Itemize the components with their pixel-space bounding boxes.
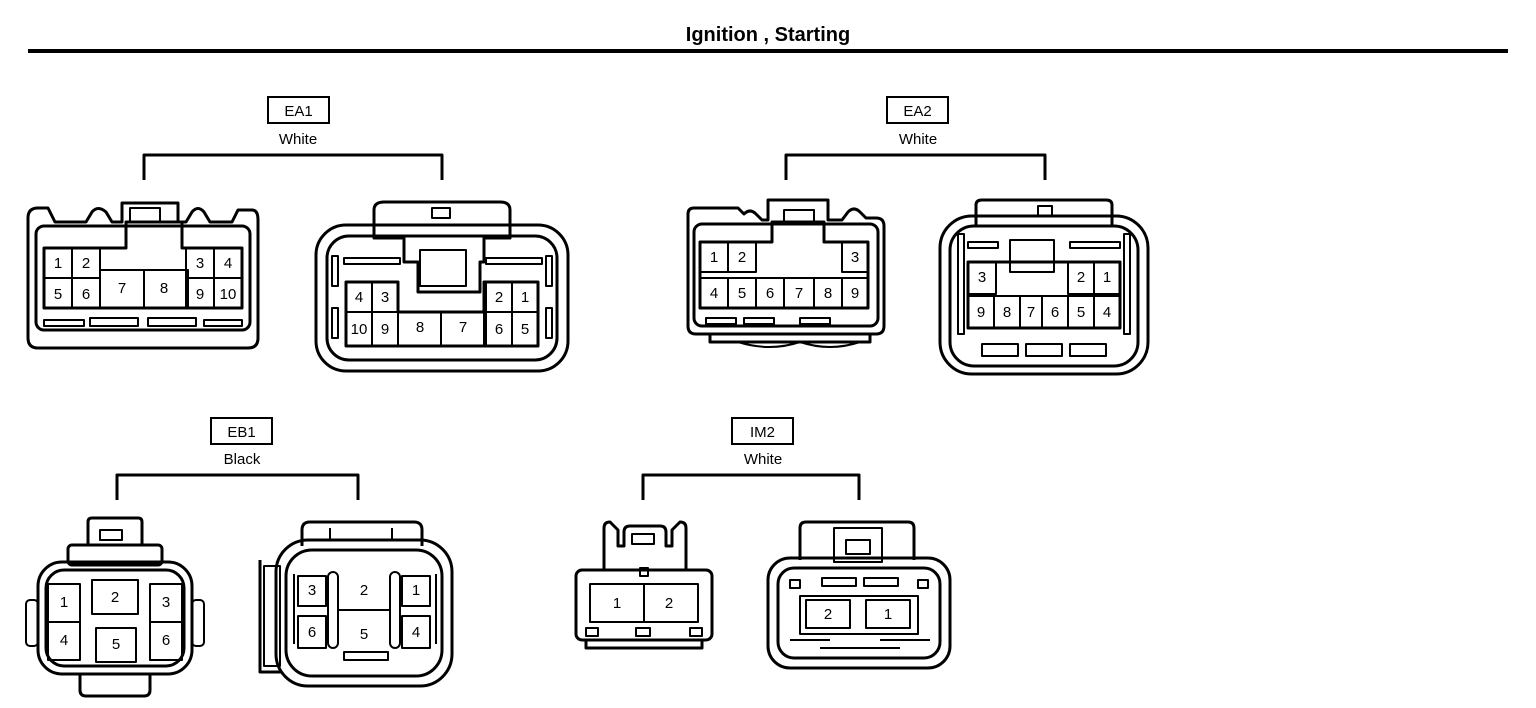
ea2-male-pin-5: 5 <box>738 285 746 302</box>
ea1-male-pin-4: 4 <box>224 255 232 272</box>
im2-male-connector <box>574 520 714 650</box>
ea2-male-connector <box>686 198 886 348</box>
eb1-male-pin-1: 1 <box>60 594 68 611</box>
ea2-female-pin-2: 2 <box>1077 269 1085 286</box>
ea1-tag: EA1 <box>267 96 330 124</box>
ea2-color-label: White <box>898 131 938 148</box>
ea1-color-label: White <box>278 131 318 148</box>
eb1-female-pin-6: 6 <box>308 624 316 641</box>
ea2-female-pin-3: 3 <box>978 269 986 286</box>
ea1-female-pin-9: 9 <box>381 321 389 338</box>
ea1-female-pin-4: 4 <box>355 289 363 306</box>
ea2-male-pin-3: 3 <box>851 249 859 266</box>
ea1-male-pin-10: 10 <box>220 286 237 303</box>
im2-female-pin-1: 1 <box>884 606 892 623</box>
ea1-male-pin-6: 6 <box>82 286 90 303</box>
eb1-female-pin-2: 2 <box>360 582 368 599</box>
ea2-female-pin-9: 9 <box>977 304 985 321</box>
eb1-male-pin-4: 4 <box>60 632 68 649</box>
ea2-bracket <box>784 153 1047 180</box>
eb1-male-pin-3: 3 <box>162 594 170 611</box>
ea1-female-pin-1: 1 <box>521 289 529 306</box>
ea1-male-pin-3: 3 <box>196 255 204 272</box>
ea2-female-pin-8: 8 <box>1003 304 1011 321</box>
title-rule <box>28 49 1508 53</box>
ea2-male-pin-6: 6 <box>766 285 774 302</box>
eb1-male-pin-2: 2 <box>111 589 119 606</box>
ea2-female-pin-6: 6 <box>1051 304 1059 321</box>
ea1-female-pin-5: 5 <box>521 321 529 338</box>
im2-male-pin-2: 2 <box>665 595 673 612</box>
ea2-male-pin-1: 1 <box>710 249 718 266</box>
ea1-female-connector <box>314 200 570 373</box>
ea1-female-pin-8: 8 <box>416 319 424 336</box>
eb1-female-pin-1: 1 <box>412 582 420 599</box>
ea1-female-pin-10: 10 <box>351 321 368 338</box>
ea2-tag: EA2 <box>886 96 949 124</box>
eb1-bracket <box>115 473 360 500</box>
ea1-male-connector <box>26 201 260 350</box>
im2-female-pin-2: 2 <box>824 606 832 623</box>
eb1-tag: EB1 <box>210 417 273 445</box>
ea2-male-pin-8: 8 <box>824 285 832 302</box>
ea1-male-pin-5: 5 <box>54 286 62 303</box>
ea2-male-pin-4: 4 <box>710 285 718 302</box>
eb1-male-pin-6: 6 <box>162 632 170 649</box>
eb1-male-connector <box>25 516 205 698</box>
eb1-color-label: Black <box>223 451 261 468</box>
ea2-female-pin-1: 1 <box>1103 269 1111 286</box>
im2-female-connector <box>766 520 952 670</box>
im2-color-label: White <box>743 451 783 468</box>
ea2-female-connector <box>938 198 1150 376</box>
ea2-male-pin-7: 7 <box>795 285 803 302</box>
ea1-bracket <box>142 153 444 180</box>
ea1-female-pin-3: 3 <box>381 289 389 306</box>
ea1-male-pin-7: 7 <box>118 280 126 297</box>
ea1-male-pin-2: 2 <box>82 255 90 272</box>
ea2-female-pin-4: 4 <box>1103 304 1111 321</box>
ea1-female-pin-6: 6 <box>495 321 503 338</box>
ea2-male-pin-9: 9 <box>851 285 859 302</box>
ea1-male-pin-1: 1 <box>54 255 62 272</box>
page-title: Ignition , Starting <box>685 24 851 46</box>
ea1-male-pin-8: 8 <box>160 280 168 297</box>
im2-male-pin-1: 1 <box>613 595 621 612</box>
im2-bracket <box>641 473 861 500</box>
ea2-female-pin-5: 5 <box>1077 304 1085 321</box>
eb1-female-pin-5: 5 <box>360 626 368 643</box>
ea2-female-pin-7: 7 <box>1027 304 1035 321</box>
eb1-female-pin-4: 4 <box>412 624 420 641</box>
eb1-female-pin-3: 3 <box>308 582 316 599</box>
ea1-male-pin-9: 9 <box>196 286 204 303</box>
im2-tag: IM2 <box>731 417 794 445</box>
ea1-female-pin-7: 7 <box>459 319 467 336</box>
eb1-male-pin-5: 5 <box>112 636 120 653</box>
eb1-female-connector <box>258 520 454 688</box>
ea2-male-pin-2: 2 <box>738 249 746 266</box>
ea1-female-pin-2: 2 <box>495 289 503 306</box>
